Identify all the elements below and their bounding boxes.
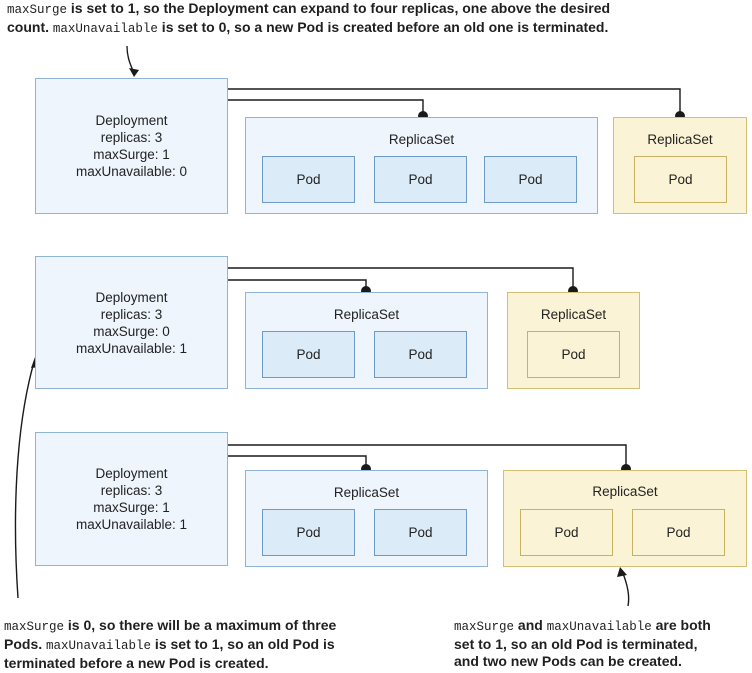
connector-new-rs-1	[228, 88, 681, 116]
pod-old-3-2: Pod	[374, 509, 467, 556]
arrowhead-top	[129, 68, 139, 77]
pod-old-1-3: Pod	[484, 156, 577, 203]
connector-old-rs-3	[228, 455, 367, 469]
deployment-title: Deployment	[95, 113, 168, 128]
deployment-max-surge: maxSurge: 0	[93, 323, 170, 339]
replicaset-label: ReplicaSet	[592, 484, 658, 499]
deployment-max-surge: maxSurge: 1	[93, 500, 170, 515]
deployment-title: Deployment	[95, 466, 168, 481]
pod-new-2-1: Pod	[527, 331, 620, 378]
annotation-arrow-left	[14, 361, 35, 599]
connector-old-rs-1	[228, 99, 424, 116]
caption-bottom-right: maxSurge and maxUnavailable are both set…	[454, 617, 711, 669]
replicaset-label: ReplicaSet	[540, 307, 607, 322]
replicaset-label: ReplicaSet	[388, 132, 455, 147]
deployment-max-unavailable: maxUnavailable: 1	[75, 517, 188, 532]
deployment-box-3: Deployment replicas: 3 maxSurge: 1 maxUn…	[35, 432, 228, 566]
deployment-title: Deployment	[95, 289, 168, 305]
deployment-box-2: Deployment replicas: 3 maxSurge: 0 maxUn…	[35, 256, 228, 389]
replicaset-label: ReplicaSet	[647, 132, 713, 147]
annotation-arrow-right	[621, 570, 630, 607]
deployment-replicas: replicas: 3	[100, 130, 163, 145]
deployment-replicas: replicas: 3	[100, 306, 163, 322]
pod-old-1-2: Pod	[374, 156, 467, 203]
connector-new-rs-3	[228, 444, 627, 469]
caption-bottom-left: maxSurge is 0, so there will be a maximu…	[4, 617, 337, 671]
connector-old-rs-2	[228, 279, 367, 291]
arrowhead-right	[617, 567, 627, 577]
deployment-max-surge: maxSurge: 1	[93, 147, 170, 162]
replicaset-label: ReplicaSet	[333, 307, 400, 322]
pod-new-1-1: Pod	[634, 156, 727, 203]
pod-old-1-1: Pod	[262, 156, 355, 203]
deployment-max-unavailable: maxUnavailable: 0	[75, 164, 188, 179]
deployment-replicas: replicas: 3	[100, 483, 163, 498]
connector-new-rs-2	[228, 267, 574, 291]
caption-top: maxSurge is set to 1, so the Deployment …	[7, 0, 611, 36]
pod-old-3-1: Pod	[262, 509, 355, 556]
pod-old-2-1: Pod	[262, 331, 355, 378]
deployment-max-unavailable: maxUnavailable: 1	[75, 340, 188, 356]
deployment-box-1: Deployment replicas: 3 maxSurge: 1 maxUn…	[35, 78, 228, 214]
replicaset-label: ReplicaSet	[333, 485, 400, 500]
pod-new-3-2: Pod	[632, 509, 725, 556]
pod-new-3-1: Pod	[520, 509, 613, 556]
pod-old-2-2: Pod	[374, 331, 467, 378]
